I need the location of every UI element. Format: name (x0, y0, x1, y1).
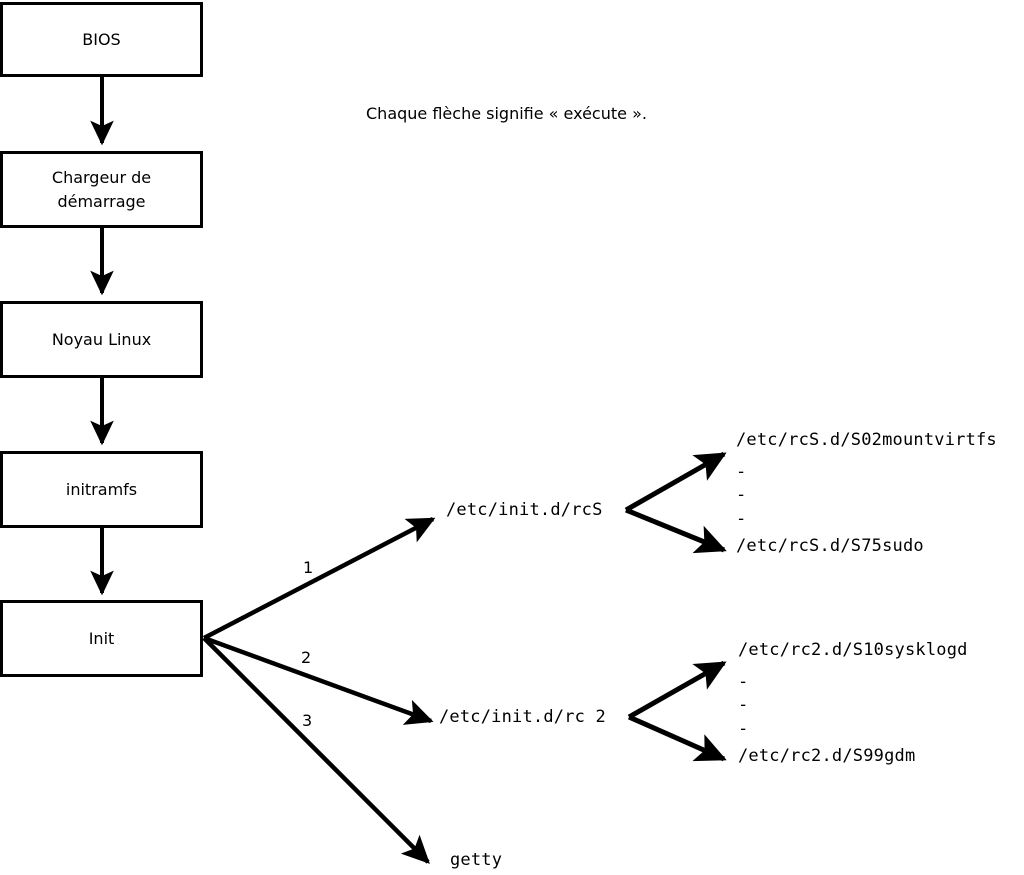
arrow-rcs-to-first-script (624, 451, 727, 513)
script-label-rcs: /etc/init.d/rcS (446, 500, 603, 520)
flow-box-bios: BIOS (0, 2, 203, 77)
rcs-ellipsis-dash-3: - (736, 509, 747, 529)
script-label-rc2-last: /etc/rc2.d/S99gdm (738, 746, 916, 766)
script-label-rc2: /etc/init.d/rc 2 (439, 707, 606, 727)
script-label-rcs-last: /etc/rcS.d/S75sudo (736, 536, 924, 556)
flow-box-bootloader: Chargeur de démarrage (0, 151, 203, 228)
script-label-getty: getty (450, 850, 503, 870)
rc2-ellipsis-dash-2: - (738, 695, 749, 715)
arrow-rc2-to-last-script (627, 714, 727, 762)
arrow-rc2-to-first-script (627, 660, 727, 720)
arrow-init-to-rc2 (203, 635, 434, 725)
flow-box-initramfs: initramfs (0, 451, 203, 528)
rcs-ellipsis-dash-2: - (736, 485, 747, 505)
rc2-ellipsis-dash-3: - (738, 719, 749, 739)
flow-box-init: Init (0, 600, 203, 677)
rcs-ellipsis-dash-1: - (736, 462, 747, 482)
arrow-init-to-rcs (202, 517, 436, 640)
flow-box-kernel: Noyau Linux (0, 301, 203, 378)
arrow-rcs-to-last-script (625, 507, 727, 554)
arrow-init-to-getty (202, 636, 430, 864)
flow-box-bootloader-label: Chargeur de démarrage (51, 168, 152, 211)
flow-box-initramfs-label: initramfs (65, 479, 138, 499)
flow-box-init-label: Init (88, 628, 115, 648)
diagram-caption: Chaque flèche signifie « exécute ». (366, 104, 647, 123)
flow-box-kernel-label: Noyau Linux (51, 329, 152, 349)
script-label-rc2-first: /etc/rc2.d/S10sysklogd (738, 640, 968, 660)
branch-number-3: 3 (302, 711, 313, 730)
branch-number-1: 1 (303, 558, 314, 577)
flow-box-bios-label: BIOS (82, 29, 121, 49)
script-label-rcs-first: /etc/rcS.d/S02mountvirtfs (736, 430, 997, 450)
rc2-ellipsis-dash-1: - (738, 672, 749, 692)
branch-number-2: 2 (301, 648, 312, 667)
